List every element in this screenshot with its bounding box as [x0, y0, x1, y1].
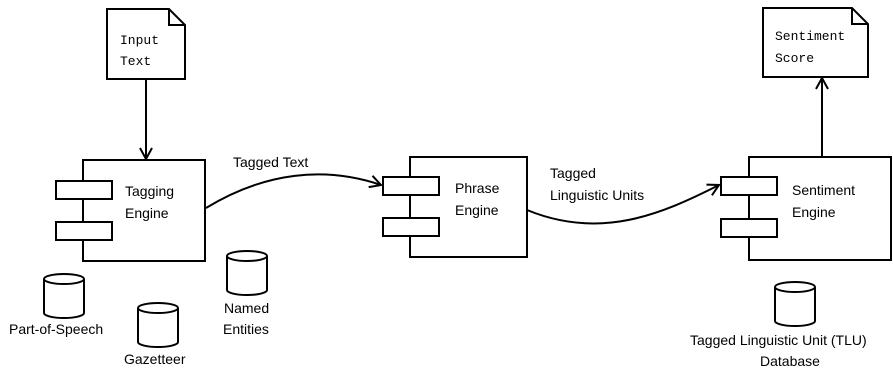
- sentiment-score-line1: Sentiment: [775, 29, 845, 44]
- tagging-engine-line1: Tagging: [125, 183, 174, 199]
- tagged-units-label-line2: Linguistic Units: [550, 187, 644, 203]
- phrase-engine-line2: Engine: [455, 202, 499, 218]
- tagging-engine-component: Tagging Engine: [55, 159, 206, 262]
- input-text-line2: Text: [120, 54, 151, 69]
- sentiment-port-bottom: [720, 218, 778, 238]
- sentiment-score-document: Sentiment Score: [762, 7, 869, 78]
- sentiment-score-line2: Score: [775, 51, 814, 66]
- phrase-port-top: [382, 176, 440, 196]
- input-text-document: Input Text: [106, 8, 186, 80]
- sentiment-port-top: [720, 176, 778, 196]
- tagging-port-bottom: [55, 221, 113, 241]
- tagged-units-label-line1: Tagged: [550, 165, 596, 181]
- phrase-engine-component: Phrase Engine: [382, 156, 528, 258]
- sentiment-engine-line2: Engine: [792, 204, 836, 220]
- named-entities-label-line1: Named: [224, 300, 269, 316]
- gazetteer-database: Gazetteer: [124, 302, 186, 367]
- phrase-port-bottom: [382, 217, 440, 237]
- tlu-database: Tagged Linguistic Unit (TLU) Database: [690, 281, 867, 369]
- tagging-engine-line2: Engine: [125, 205, 169, 221]
- pos-database: Part-of-Speech: [9, 273, 103, 337]
- phrase-to-sentiment-arrow: [526, 185, 719, 225]
- phrase-engine-line1: Phrase: [455, 180, 500, 196]
- named-entities-database: Named Entities: [223, 250, 269, 337]
- sentiment-engine-component: Sentiment Engine: [720, 156, 892, 261]
- gazetteer-database-label: Gazetteer: [124, 351, 186, 367]
- input-text-line1: Input: [120, 33, 159, 48]
- named-entities-label-line2: Entities: [223, 321, 269, 337]
- tlu-database-label-line1: Tagged Linguistic Unit (TLU): [690, 332, 867, 348]
- pos-database-label: Part-of-Speech: [9, 321, 103, 337]
- tagging-to-phrase-arrow: [205, 173, 381, 209]
- sentiment-engine-line1: Sentiment: [792, 182, 855, 198]
- tlu-database-label-line2: Database: [760, 353, 820, 369]
- tagging-port-top: [55, 180, 113, 200]
- tagged-text-label: Tagged Text: [233, 154, 308, 170]
